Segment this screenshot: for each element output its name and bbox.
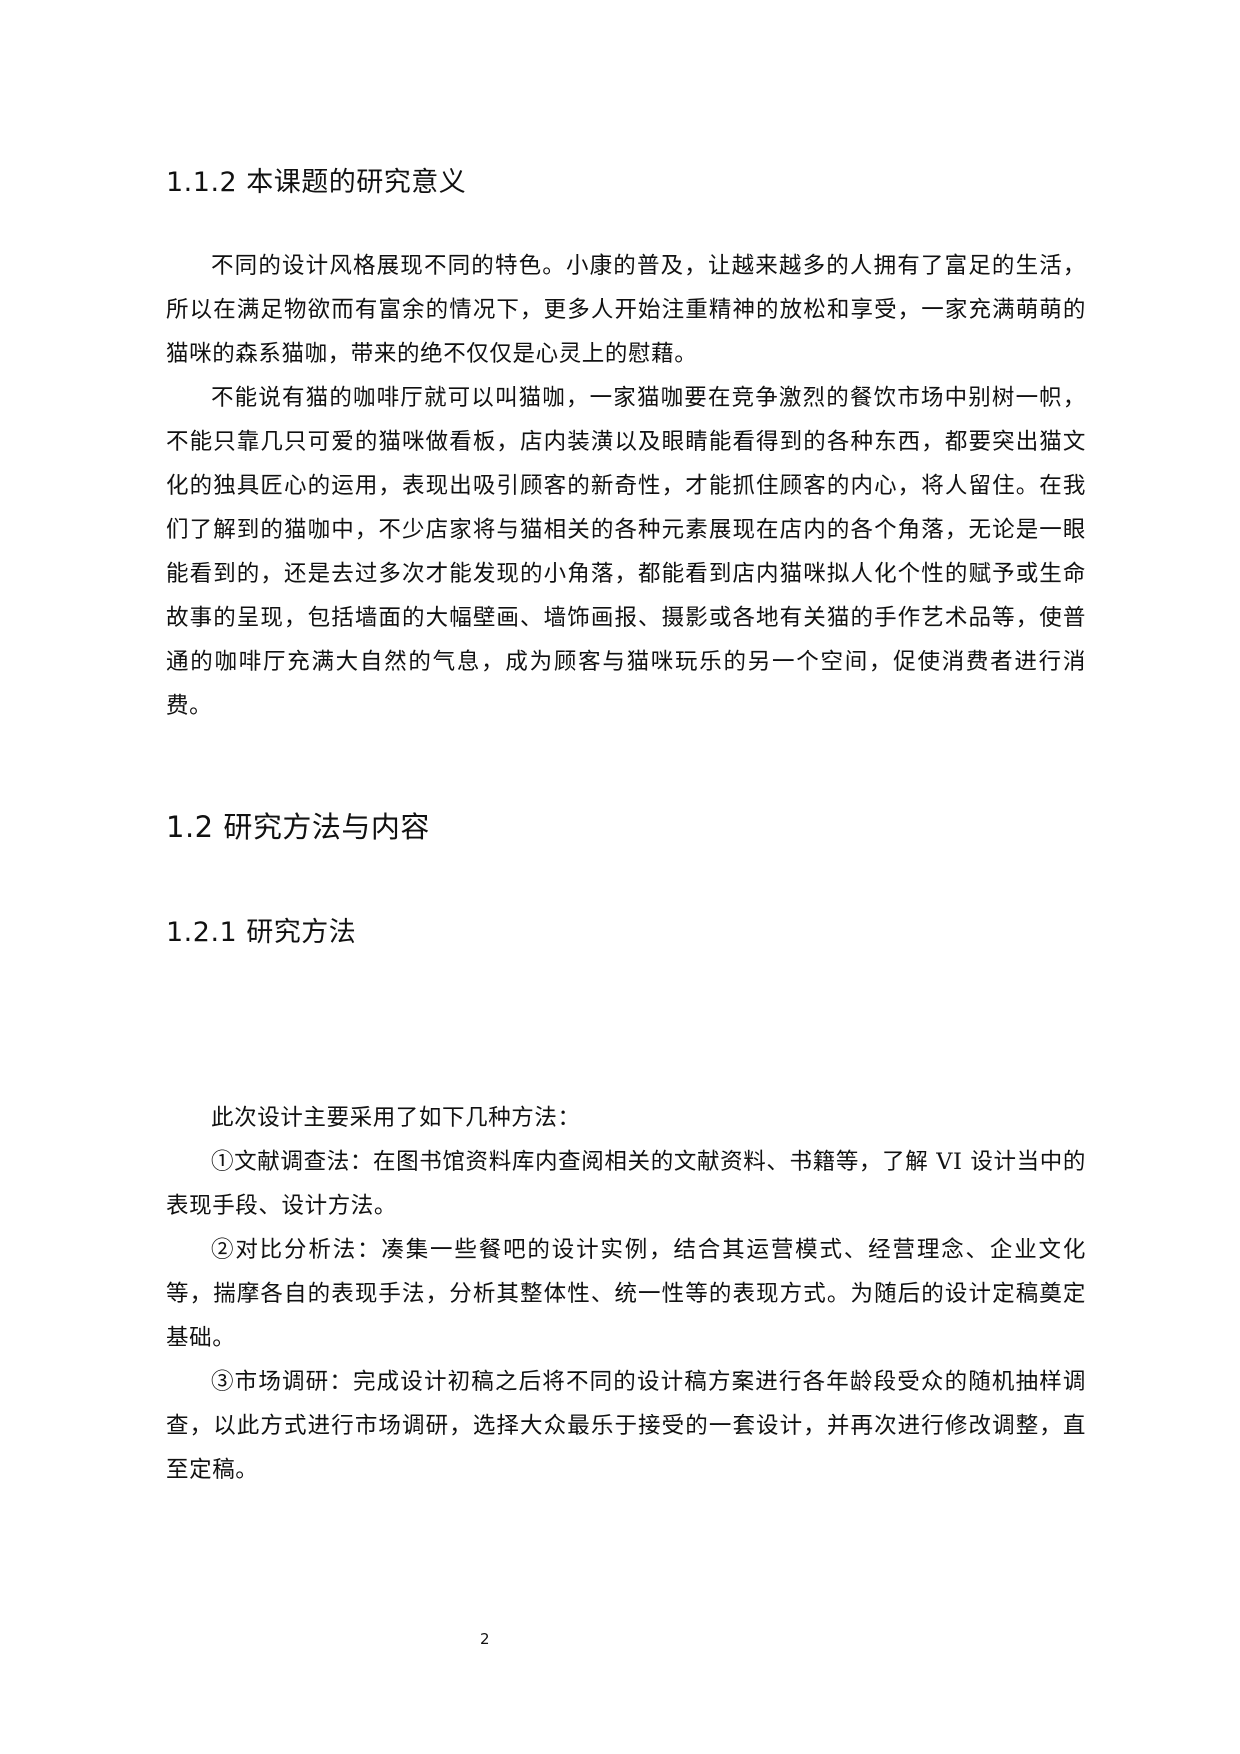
section-heading-1-2: 1.2 研究方法与内容 (166, 810, 430, 844)
section-heading-1-2-1: 1.2.1 研究方法 (166, 917, 357, 948)
paragraph-method-comparison: ②对比分析法：凑集一些餐吧的设计实例，结合其运营模式、经营理念、企业文化等，揣摩… (166, 1237, 1086, 1351)
paragraph-method-literature: ①文献调查法：在图书馆资料库内查阅相关的文献资料、书籍等，了解 VI 设计当中的… (166, 1149, 1086, 1219)
section-heading-1-1-2: 1.1.2 本课题的研究意义 (166, 167, 467, 198)
paragraph-methods-intro: 此次设计主要采用了如下几种方法： (211, 1105, 581, 1131)
paragraph-significance-2: 不能说有猫的咖啡厅就可以叫猫咖，一家猫咖要在竞争激烈的餐饮市场中别树一帜，不能只… (166, 385, 1086, 719)
paragraph-significance-1: 不同的设计风格展现不同的特色。小康的普及，让越来越多的人拥有了富足的生活，所以在… (166, 253, 1086, 367)
page-number: 2 (480, 1630, 490, 1648)
paragraph-method-market-research: ③市场调研：完成设计初稿之后将不同的设计稿方案进行各年龄段受众的随机抽样调查，以… (166, 1369, 1086, 1483)
